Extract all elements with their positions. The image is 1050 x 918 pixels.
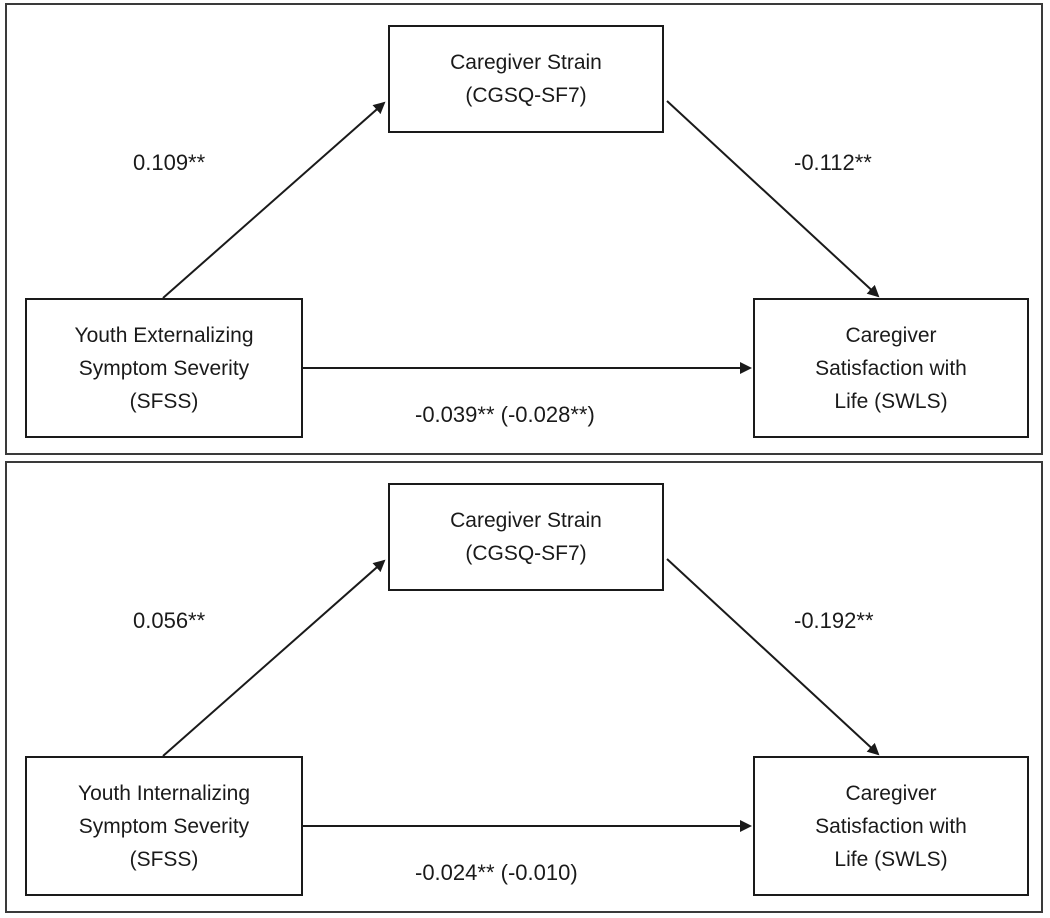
path-a-coefficient: 0.056** xyxy=(133,608,206,633)
outcome-label-line3: Life (SWLS) xyxy=(834,847,948,871)
mediation-diagram-internalizing: Caregiver Strain (CGSQ-SF7) Youth Intern… xyxy=(5,461,1043,913)
path-c-coefficient: -0.039** (-0.028**) xyxy=(415,402,595,427)
outcome-label-line1: Caregiver xyxy=(845,781,937,805)
predictor-label-line3: (SFSS) xyxy=(129,389,199,413)
path-b-coefficient: -0.192** xyxy=(794,608,874,633)
path-arrows xyxy=(162,100,880,374)
mediator-label-line1: Caregiver Strain xyxy=(450,509,602,532)
arrow-predictor-to-mediator xyxy=(162,559,386,757)
path-a-coefficient: 0.109** xyxy=(133,150,206,175)
outcome-label-line2: Satisfaction with xyxy=(815,356,967,380)
mediator-label-line1: Caregiver Strain xyxy=(450,51,602,74)
arrow-mediator-to-outcome xyxy=(666,100,880,298)
predictor-label-line3: (SFSS) xyxy=(129,847,199,871)
path-c-coefficient: -0.024** (-0.010) xyxy=(415,860,578,885)
outcome-label-line3: Life (SWLS) xyxy=(834,389,948,413)
arrow-predictor-to-mediator xyxy=(162,101,386,299)
arrow-mediator-to-outcome xyxy=(666,558,880,756)
mediator-box: Caregiver Strain (CGSQ-SF7) xyxy=(388,483,664,591)
outcome-label-line2: Satisfaction with xyxy=(815,814,967,838)
mediator-box: Caregiver Strain (CGSQ-SF7) xyxy=(388,25,664,133)
outcome-label-line1: Caregiver xyxy=(845,323,937,347)
predictor-label-line1: Youth Externalizing xyxy=(74,323,254,347)
outcome-box: Caregiver Satisfaction with Life (SWLS) xyxy=(753,756,1029,896)
mediator-label-line2: (CGSQ-SF7) xyxy=(465,542,587,565)
outcome-box: Caregiver Satisfaction with Life (SWLS) xyxy=(753,298,1029,438)
predictor-label-line1: Youth Internalizing xyxy=(77,781,251,805)
predictor-label-line2: Symptom Severity xyxy=(78,356,250,380)
predictor-label-line2: Symptom Severity xyxy=(78,814,250,838)
predictor-box: Youth Externalizing Symptom Severity (SF… xyxy=(25,298,303,438)
mediation-diagram-externalizing: Caregiver Strain (CGSQ-SF7) Youth Extern… xyxy=(5,3,1043,455)
predictor-box: Youth Internalizing Symptom Severity (SF… xyxy=(25,756,303,896)
mediator-label-line2: (CGSQ-SF7) xyxy=(465,84,587,107)
path-b-coefficient: -0.112** xyxy=(794,150,872,175)
path-arrows xyxy=(162,558,880,832)
